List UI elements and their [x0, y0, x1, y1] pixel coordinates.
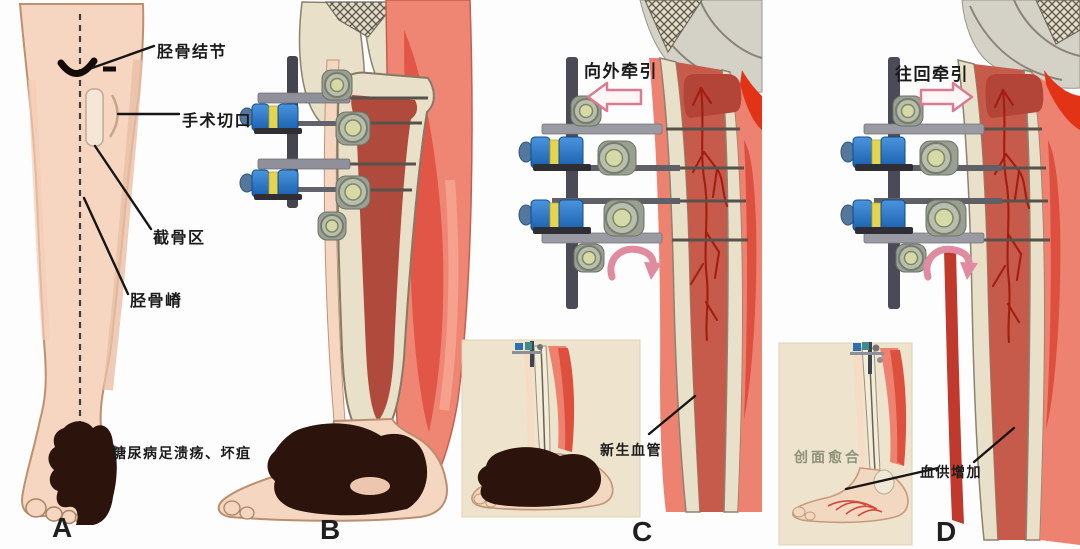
panel-a-leg-front-illustration	[18, 3, 181, 525]
external-fixator-b	[239, 56, 371, 241]
new-vessel-network-d	[991, 88, 1031, 344]
tibial-crest-label: 胫骨嵴	[130, 293, 183, 310]
transport-segment-c	[683, 74, 742, 118]
traction-outward-label: 向外牵引	[584, 62, 658, 81]
rotate-arrow-head-d	[960, 262, 978, 280]
deep-muscle-strip-d	[944, 250, 964, 524]
clamp-row	[518, 136, 591, 171]
clamp-row	[239, 169, 302, 200]
incision-region	[85, 88, 104, 147]
leg-shading-left	[28, 79, 50, 341]
bright-vessel-d	[1044, 70, 1080, 130]
bone-section-hatch-c	[644, 0, 703, 54]
rotate-arrow-icon-d	[923, 245, 973, 281]
healed-foot-vessels	[827, 500, 883, 517]
wound-healing-label: 创面愈合	[794, 449, 862, 465]
blood-supply-increase-label: 血供增加	[920, 464, 982, 480]
bone-section-hatch-b	[324, 1, 398, 38]
rotate-arrow-icon-c	[607, 245, 657, 281]
panel-letter-c: C	[632, 516, 653, 547]
arrow-left-icon	[586, 81, 643, 113]
muscle-strip-right-c	[730, 72, 762, 512]
deep-muscle-c	[744, 140, 757, 420]
fixator-knobs-b	[317, 69, 371, 241]
toe	[239, 506, 255, 520]
marrow-c	[676, 62, 728, 512]
muscle-strip-left-c	[649, 58, 686, 512]
leader-line-new-vessels	[647, 394, 697, 436]
bone-section-hatch-d	[1035, 0, 1080, 45]
panel-letter-a: A	[52, 512, 73, 543]
external-fixator-c	[518, 57, 680, 309]
new-vessel-network-c	[689, 86, 729, 342]
diabetic-foot-label: 糖尿病足溃疡、坏疽	[112, 445, 252, 461]
gangrene-area-inset-c	[477, 447, 602, 507]
transport-segment-d	[985, 74, 1044, 118]
rotate-arrow-head-c	[644, 262, 662, 280]
pins-in-bone-c	[666, 127, 748, 242]
muscle-highlight	[439, 179, 459, 411]
surgical-incision-label: 手术切口	[182, 113, 253, 130]
panel-d-closeup-illustration	[778, 0, 1080, 546]
inset-d-foot-healed	[778, 342, 913, 546]
mini-fixator-c	[512, 341, 543, 367]
clamp-row	[239, 103, 302, 134]
tibia-marrow-b	[351, 95, 418, 421]
arrow-right-icon	[919, 81, 974, 113]
skin-island	[350, 477, 390, 495]
gangrene-area-a	[48, 421, 117, 525]
osteotomy-zone-label: 截骨区	[153, 230, 206, 247]
traction-back-label: 往回牵引	[895, 65, 969, 84]
leader-lines-d	[844, 426, 1016, 491]
panel-c-closeup-illustration	[461, 0, 763, 518]
leader-lines-a	[82, 44, 181, 296]
toe	[223, 500, 241, 516]
panel-letter-b: B	[320, 514, 341, 545]
tibial-tuberosity-label: 胫骨结节	[157, 44, 228, 61]
fixator-knobs	[570, 95, 645, 273]
clamp-row	[518, 199, 591, 234]
mini-fixator-d	[850, 342, 884, 374]
marrow-d	[974, 64, 1030, 540]
incision-bracket	[108, 94, 119, 138]
gangrene-area-b	[267, 423, 428, 516]
panel-letter-d: D	[936, 516, 957, 547]
new-vessels-label: 新生血管	[600, 442, 662, 458]
tibial-tuberosity-mark	[57, 57, 98, 77]
inset-c-foot-before	[461, 339, 641, 518]
leg-shading	[103, 59, 143, 391]
bright-vessel-c	[740, 70, 762, 130]
deep-muscle-d	[1046, 140, 1061, 430]
panel-b-leg-cutaway-illustration	[217, 0, 473, 522]
